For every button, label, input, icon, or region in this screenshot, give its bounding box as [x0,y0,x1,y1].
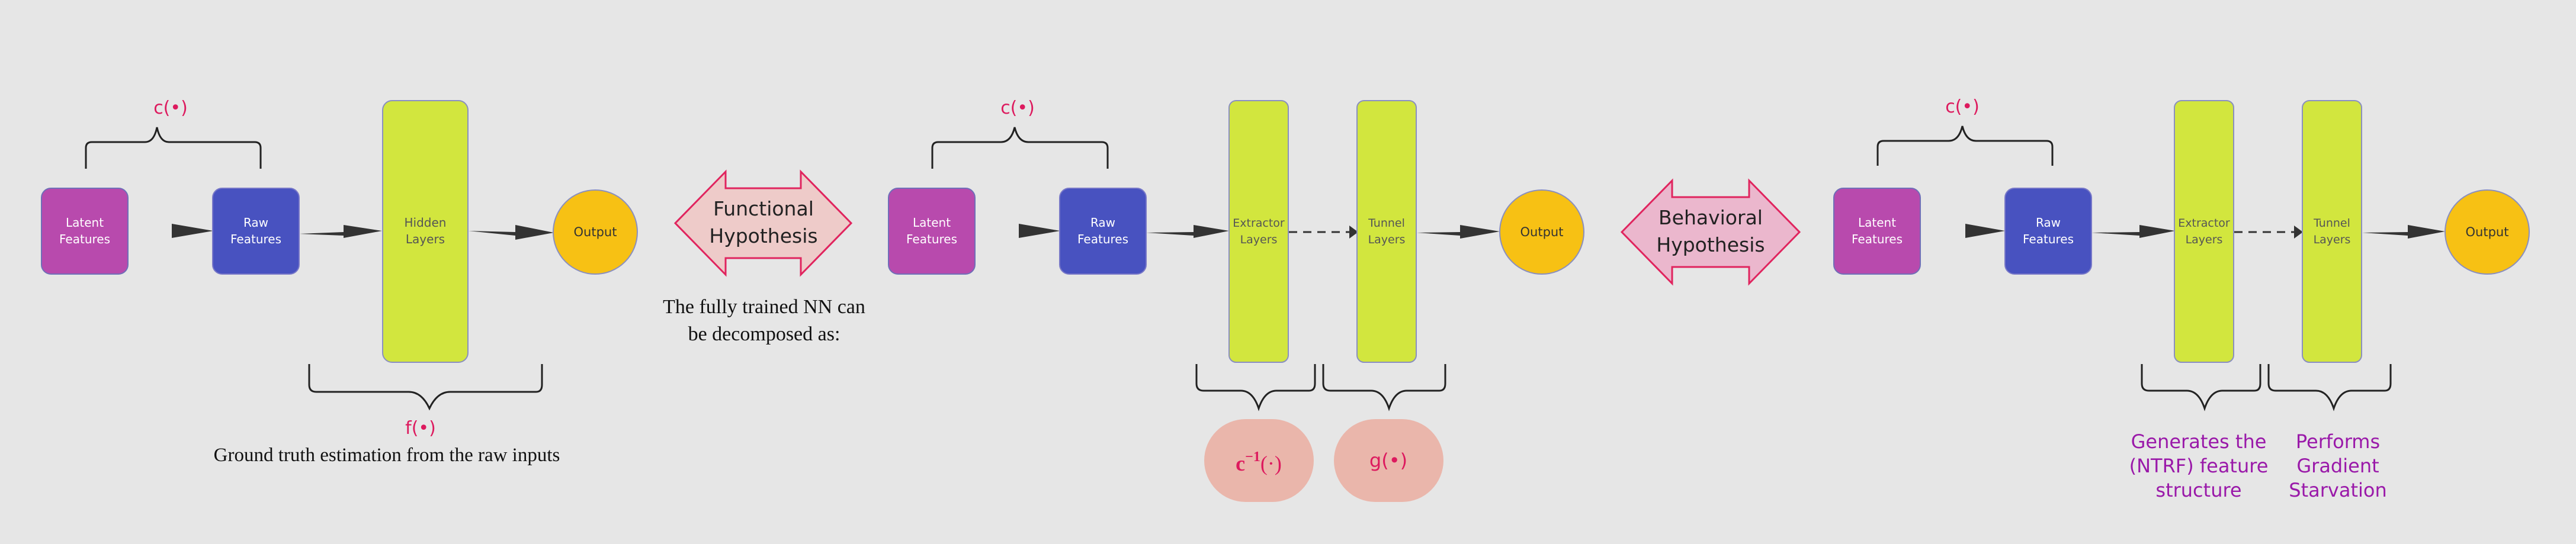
extractor-note: (NTRF) feature [2129,455,2269,477]
behavioral-hypothesis: Behavioral Hypothesis [1620,178,1801,286]
f-brace [308,364,543,411]
latent-features-label: Features [906,232,957,246]
c-inverse-pill [1204,419,1314,502]
extractor-layers-label: Extractor [1233,217,1285,230]
panel-functional-decomposition: c(•) Latent Features Raw Features Extrac… [888,98,1584,502]
latent-features-label: Latent [66,215,104,230]
tunnel-layers-label: Tunnel [1368,217,1405,230]
raw-features-node [1059,188,1147,275]
f-label: f(•) [405,418,436,439]
raw-features-node [212,188,300,275]
extractor-layers-node [1228,100,1289,363]
behavioral-hypothesis-label: Hypothesis [1656,233,1765,256]
c-label: c(•) [1000,98,1035,118]
functional-hypothesis-arrow [673,169,853,277]
c-inverse-label: c−1(·) [1236,449,1282,475]
tunnel-layers-label: Tunnel [2313,217,2350,230]
output-node [553,189,638,275]
extractor-layers-label: Layers [2186,233,2223,246]
extractor-layers-label: Extractor [2178,217,2230,230]
output-label: Output [2466,225,2509,239]
panel-ground-truth: c(•) Latent Features Raw Features Hidden… [41,98,638,466]
functional-caption: be decomposed as: [688,323,841,345]
output-node [1499,189,1584,275]
raw-features-node [2004,188,2092,275]
tunnel-note: Gradient [2296,455,2379,477]
behavioral-hypothesis-label: Behavioral [1658,206,1763,229]
raw-features-label: Raw [2036,215,2061,230]
output-label: Output [1520,225,1564,239]
extractor-brace [1195,364,1316,411]
arrow-head [2294,226,2303,239]
arrow [130,224,213,238]
tunnel-layers-label: Layers [1368,233,1406,246]
functional-hypothesis-label: Functional [713,197,814,220]
arrow [1921,224,2005,238]
latent-features-label: Features [1852,232,1903,246]
extractor-note: Generates the [2131,430,2267,453]
extractor-note: structure [2155,479,2241,501]
tunnel-brace [2267,364,2392,411]
hidden-layers-node [382,100,469,363]
g-label: g(•) [1369,449,1407,472]
hidden-layers-label: Hidden [405,215,447,230]
behavioral-hypothesis-arrow [1620,178,1801,286]
c-label: c(•) [1945,96,1980,117]
extractor-brace [2141,364,2261,411]
tunnel-brace [1322,364,1446,411]
c-brace [931,127,1109,169]
arrow-head [1349,226,1358,239]
latent-features-node [1833,188,1921,275]
c-label: c(•) [153,98,188,118]
latent-features-label: Latent [913,215,951,230]
panel-behavioral: c(•) Latent Features Raw Features Extrac… [1833,96,2530,501]
c-brace [1876,125,2054,166]
arrow [2091,225,2175,238]
functional-hypothesis: Functional Hypothesis The fully trained … [663,169,865,345]
latent-features-label: Features [59,232,110,246]
latent-features-node [888,188,976,275]
arrow [2362,225,2445,239]
arrow [300,225,382,238]
arrow [1146,225,1229,238]
raw-features-label: Features [230,232,281,246]
extractor-layers-node [2174,100,2234,363]
extractor-layers-label: Layers [1240,233,1278,246]
ground-truth-caption: Ground truth estimation from the raw inp… [214,445,560,466]
hidden-layers-label: Layers [406,232,445,246]
c-brace [85,127,262,169]
functional-caption: The fully trained NN can [663,296,865,318]
raw-features-label: Raw [243,215,268,230]
raw-features-label: Raw [1090,215,1115,230]
raw-features-label: Features [1077,232,1128,246]
arrow [469,225,554,240]
output-node [2445,189,2530,275]
tunnel-layers-node [2302,100,2362,363]
arrow [1417,225,1500,239]
g-pill [1334,419,1443,502]
tunnel-layers-label: Layers [2314,233,2351,246]
output-label: Output [574,225,617,239]
arrow [976,224,1060,238]
raw-features-label: Features [2023,232,2074,246]
tunnel-note: Starvation [2289,479,2386,501]
tunnel-note: Performs [2296,430,2380,453]
latent-features-node [41,188,129,275]
latent-features-label: Latent [1858,215,1896,230]
functional-hypothesis-label: Hypothesis [709,224,817,247]
tunnel-layers-node [1356,100,1417,363]
